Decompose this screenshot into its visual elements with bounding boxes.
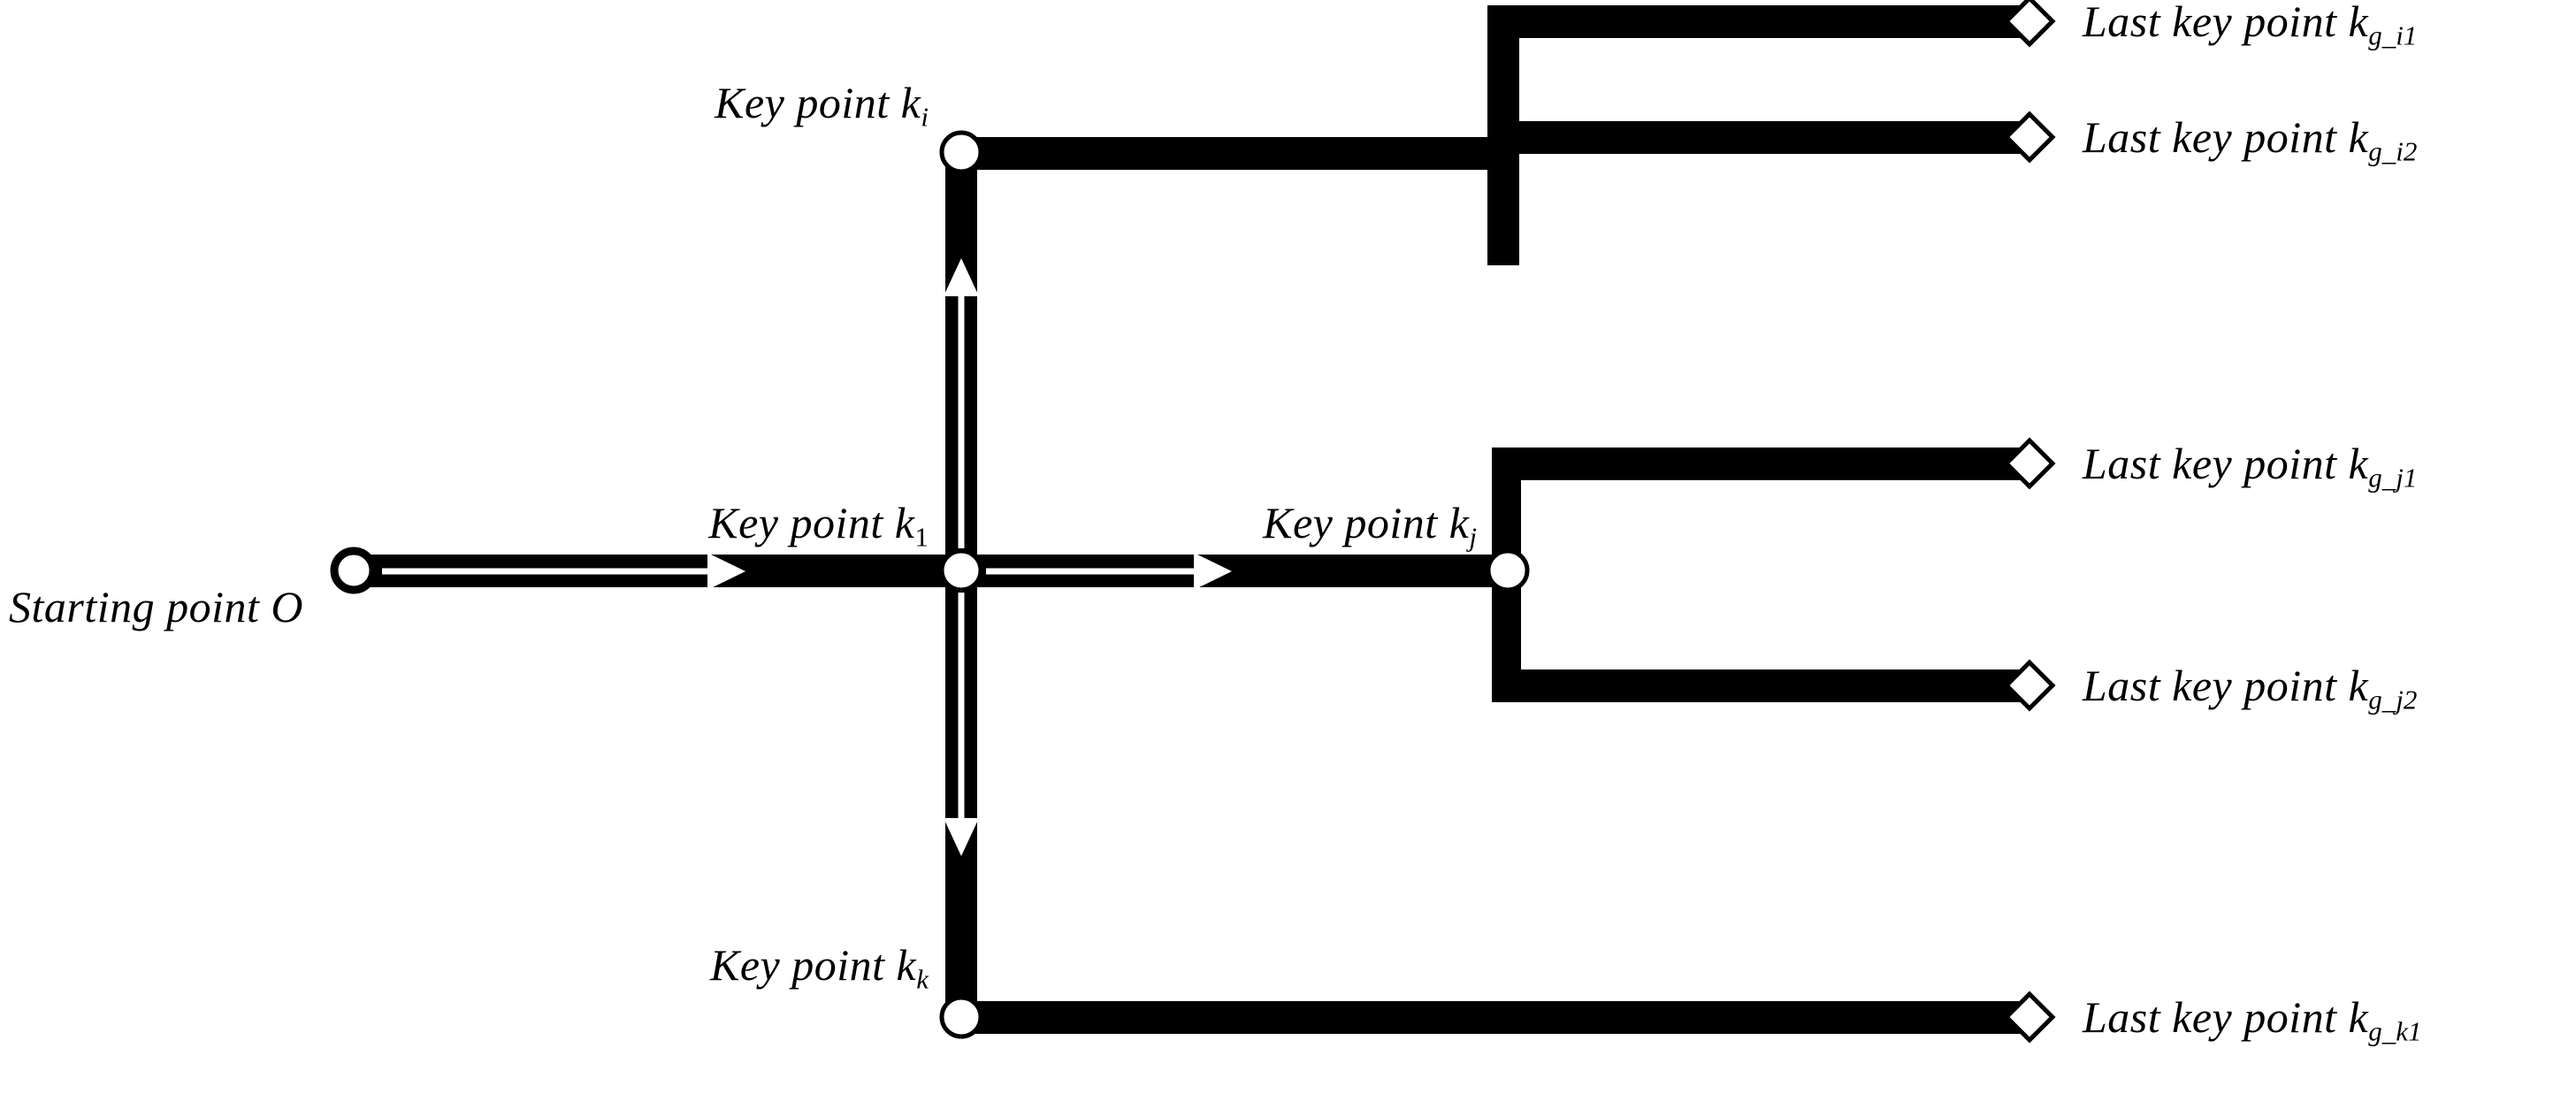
- edge-kk-to-gk1: [961, 1001, 2032, 1034]
- label-last-key-point-g-j2: Last key point kg_j2: [2083, 662, 2417, 715]
- label-last-key-point-g-i1-prefix: Last key point: [2083, 0, 2349, 46]
- label-key-point-ki-subscript: i: [921, 101, 929, 133]
- label-key-point-k1-symbol: k: [894, 498, 915, 547]
- arrow-k1-to-kk-head: [944, 818, 979, 856]
- label-key-point-k1-subscript: 1: [914, 521, 929, 553]
- label-last-key-point-g-j1-subscript: g_j1: [2368, 462, 2418, 493]
- label-key-point-ki: Key point ki: [548, 80, 929, 132]
- edge-ifork-branch-upper: [1503, 5, 2032, 38]
- node-key-point-ki[interactable]: [939, 130, 983, 174]
- label-last-key-point-g-i2-subscript: g_i2: [2368, 135, 2418, 167]
- label-starting-point-symbol: O: [271, 582, 304, 631]
- label-last-key-point-g-i2-symbol: k: [2348, 112, 2369, 162]
- label-last-key-point-g-j2-symbol: k: [2348, 661, 2369, 710]
- label-last-key-point-g-k1-symbol: k: [2348, 992, 2369, 1042]
- label-key-point-kk: Key point kk: [548, 942, 929, 994]
- label-last-key-point-g-i1-subscript: g_i1: [2368, 19, 2418, 51]
- node-key-point-kk[interactable]: [939, 995, 983, 1039]
- edge-ifork-branch-lower: [1503, 121, 2032, 154]
- label-key-point-ki-prefix: Key point: [715, 78, 901, 127]
- label-last-key-point-g-i2: Last key point kg_i2: [2083, 114, 2417, 166]
- edge-ki-to-ifork: [961, 137, 1501, 170]
- node-last-key-point-g-j1[interactable]: [2003, 437, 2056, 490]
- label-key-point-k1: Key point k1: [548, 500, 929, 552]
- label-last-key-point-g-k1-prefix: Last key point: [2083, 992, 2349, 1042]
- node-key-point-k1[interactable]: [939, 548, 983, 593]
- node-last-key-point-g-j2[interactable]: [2003, 659, 2056, 712]
- label-key-point-kk-prefix: Key point: [710, 940, 897, 990]
- label-key-point-kj-symbol: k: [1449, 498, 1470, 547]
- label-last-key-point-g-k1: Last key point kg_k1: [2083, 994, 2422, 1046]
- node-last-key-point-g-i1[interactable]: [2003, 0, 2056, 48]
- label-last-key-point-g-i1-symbol: k: [2348, 0, 2369, 46]
- label-starting-point-o: Starting point O: [9, 584, 303, 631]
- edge-jfork-branch-upper: [1503, 448, 2032, 480]
- label-key-point-kk-symbol: k: [896, 940, 917, 990]
- label-last-key-point-g-j1-prefix: Last key point: [2083, 439, 2349, 488]
- edge-layer: [354, 5, 2032, 1034]
- node-last-key-point-g-i2[interactable]: [2003, 111, 2056, 164]
- node-last-key-point-g-k1[interactable]: [2003, 991, 2056, 1044]
- label-last-key-point-g-j1-symbol: k: [2348, 439, 2369, 488]
- label-last-key-point-g-j2-subscript: g_j2: [2368, 684, 2418, 715]
- label-key-point-kj-prefix: Key point: [1263, 498, 1449, 547]
- node-key-point-kj[interactable]: [1486, 548, 1530, 593]
- label-key-point-kk-subscript: k: [916, 963, 929, 995]
- label-last-key-point-g-j2-prefix: Last key point: [2083, 661, 2349, 710]
- label-key-point-k1-prefix: Key point: [708, 498, 895, 547]
- arrow-o-to-k1-head: [707, 553, 745, 590]
- label-key-point-kj-subscript: j: [1469, 521, 1477, 553]
- arrow-layer: [382, 258, 1232, 856]
- label-last-key-point-g-k1-subscript: g_k1: [2368, 1015, 2422, 1047]
- label-last-key-point-g-i1: Last key point kg_i1: [2083, 0, 2417, 50]
- label-key-point-ki-symbol: k: [900, 78, 921, 127]
- node-starting-point-o[interactable]: [330, 547, 378, 594]
- label-starting-point-prefix: Starting point: [9, 582, 271, 631]
- label-last-key-point-g-j1: Last key point kg_j1: [2083, 440, 2417, 493]
- node-layer: [330, 0, 2056, 1044]
- edge-jfork-branch-lower: [1503, 669, 2032, 702]
- label-key-point-kj: Key point kj: [1097, 500, 1477, 552]
- label-last-key-point-g-i2-prefix: Last key point: [2083, 112, 2349, 162]
- arrow-k1-to-ki-head: [944, 258, 979, 296]
- arrow-k1-to-kj-head: [1194, 553, 1232, 590]
